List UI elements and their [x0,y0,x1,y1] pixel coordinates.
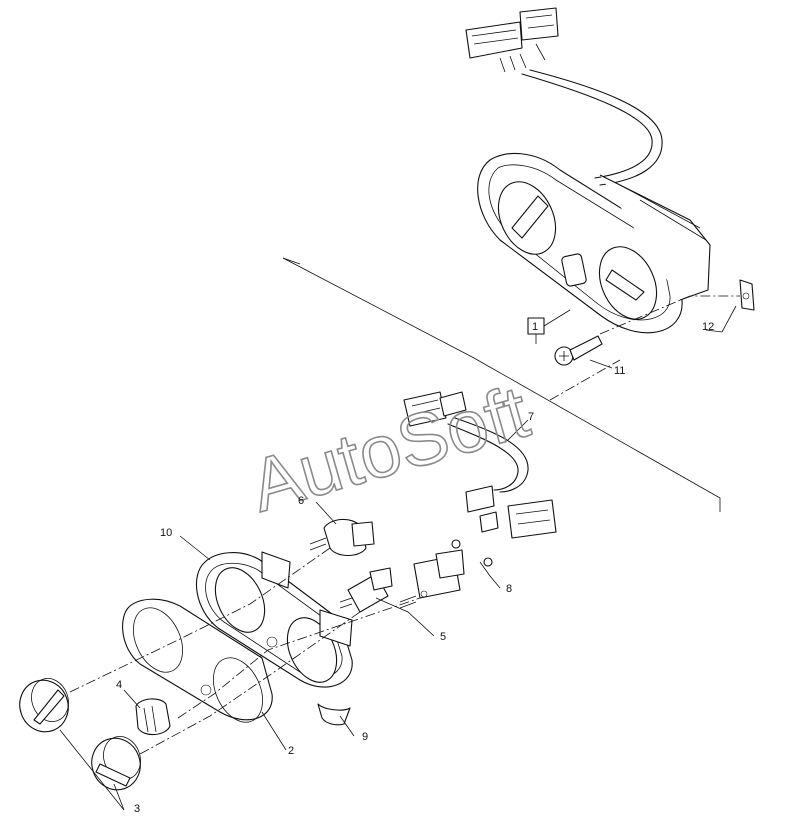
knob-4 [135,698,171,736]
top-harness-cable [529,69,663,186]
switch-5a [339,567,393,613]
callout-6: 6 [298,495,304,507]
bezel-10 [195,551,353,688]
callout-8: 8 [506,583,512,595]
callouts: 1 2 3 4 5 6 7 8 9 10 11 12 [116,321,714,815]
leader-lines [59,305,737,811]
screw-11 [554,335,603,366]
callout-1: 1 [532,321,538,333]
callout-7: 7 [528,411,534,423]
switch-5b [399,539,493,609]
callout-2: 2 [288,745,294,757]
callout-10: 10 [160,527,172,539]
faceplate-2 [122,598,273,723]
callout-3: 3 [134,803,140,815]
callout-12: 12 [702,321,714,333]
callout-5: 5 [440,631,446,643]
boundary-line [282,257,721,512]
harness-7 [403,391,557,539]
callout-11: 11 [614,365,625,377]
center-lines [69,295,740,755]
clip-9 [317,703,351,726]
callout-9: 9 [362,731,368,743]
callout-4: 4 [116,679,122,691]
switch-6 [309,518,375,557]
knob-3a [19,678,69,733]
control-assembly-1 [477,152,755,334]
top-connector-block [465,7,559,73]
knob-3b [91,736,141,791]
